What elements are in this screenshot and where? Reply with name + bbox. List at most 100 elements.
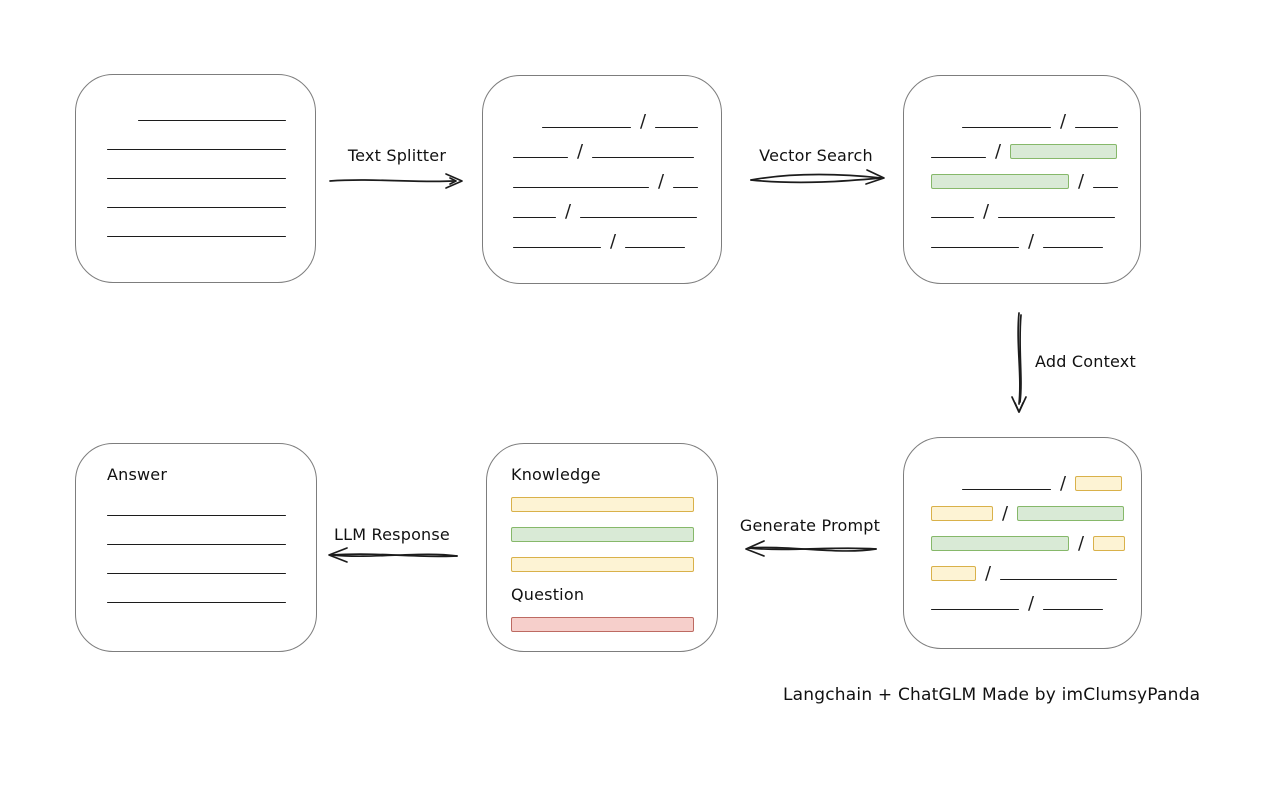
chunk-separator: / [995,141,1002,162]
text-line [513,247,601,248]
text-line [513,187,649,188]
content-row: / [513,191,721,221]
content-row [107,95,315,124]
content-row: Question [511,574,717,604]
source-document-content [76,75,315,282]
content-row [511,604,717,634]
content-row: Answer [107,464,316,484]
llm-response-label: LLM Response [334,525,450,544]
green-highlight-bar [1010,144,1118,159]
content-row: / [931,523,1141,553]
text-line [1093,187,1119,188]
llm-response-arrow [328,547,458,563]
vector-search-arrow [750,169,885,185]
content-row [107,519,316,548]
content-row [107,577,316,606]
answer-content: Answer [76,444,316,651]
text-line [673,187,699,188]
chunk-separator: / [983,201,990,222]
chunk-separator: / [658,171,665,192]
content-row: Knowledge [511,464,717,484]
chunk-separator: / [640,111,647,132]
text-line [580,217,698,218]
matched-chunks-box: / / / / / [903,75,1141,284]
content-row [511,514,717,544]
text-line [655,127,699,128]
split-chunks-box: / / / / / [482,75,722,284]
chunk-separator: / [610,231,617,252]
context-chunks-box: / / / / / [903,437,1142,649]
text-line [107,573,286,574]
content-row: / [931,161,1140,191]
text-line [107,178,286,179]
content-row: / [931,463,1141,493]
text-line [542,127,631,128]
split-chunks-content: / / / / / [483,76,721,283]
text-line [513,217,556,218]
chunk-separator: / [985,563,992,584]
content-row [107,182,315,211]
green-highlight-bar [931,536,1069,551]
chunk-separator: / [1078,533,1085,554]
yellow-highlight-bar [1075,476,1123,491]
green-highlight-bar [511,527,694,542]
vector-search-label: Vector Search [759,146,873,165]
text-line [107,515,286,516]
text-line [931,157,986,158]
content-row: / [931,101,1140,131]
text-line [931,247,1019,248]
content-row: / [931,583,1141,613]
yellow-highlight-bar [511,497,694,512]
yellow-highlight-bar [931,506,993,521]
context-chunks-content: / / / / / [904,438,1141,648]
source-document-box [75,74,316,283]
content-row: / [513,221,721,251]
content-row: / [513,131,721,161]
text-line [138,120,286,121]
yellow-highlight-bar [1093,536,1126,551]
matched-chunks-content: / / / / / [904,76,1140,283]
chunk-separator: / [1002,503,1009,524]
add-context-arrow [1011,312,1027,413]
text-line [1075,127,1119,128]
content-row [107,211,315,240]
diagram-caption: Langchain + ChatGLM Made by imClumsyPand… [783,685,1201,705]
content-row [107,484,316,519]
text-line [107,602,286,603]
yellow-highlight-bar [931,566,976,581]
content-row: / [513,161,721,191]
text-line [962,127,1051,128]
content-row [511,544,717,574]
chunk-separator: / [1028,231,1035,252]
chunk-separator: / [1060,111,1067,132]
content-row [107,124,315,153]
text-line [931,609,1019,610]
text-line [931,217,974,218]
red-highlight-bar [511,617,694,632]
chunk-separator: / [1060,473,1067,494]
yellow-highlight-bar [511,557,694,572]
content-row [107,548,316,577]
content-row: / [931,553,1141,583]
chunk-separator: / [1028,593,1035,614]
chunk-separator: / [565,201,572,222]
text-line [107,236,286,237]
text-line [1000,579,1118,580]
chunk-separator: / [1078,171,1085,192]
text-line [1043,247,1104,248]
text-splitter-arrow [329,173,463,189]
add-context-label: Add Context [1035,352,1136,371]
content-row: / [513,101,721,131]
content-row: / [931,191,1140,221]
text-splitter-label: Text Splitter [347,146,447,165]
text-line [998,217,1116,218]
content-row [511,484,717,514]
content-row: / [931,131,1140,161]
text-line [1043,609,1104,610]
box-label: Question [511,585,585,604]
text-line [625,247,686,248]
chunk-separator: / [577,141,584,162]
